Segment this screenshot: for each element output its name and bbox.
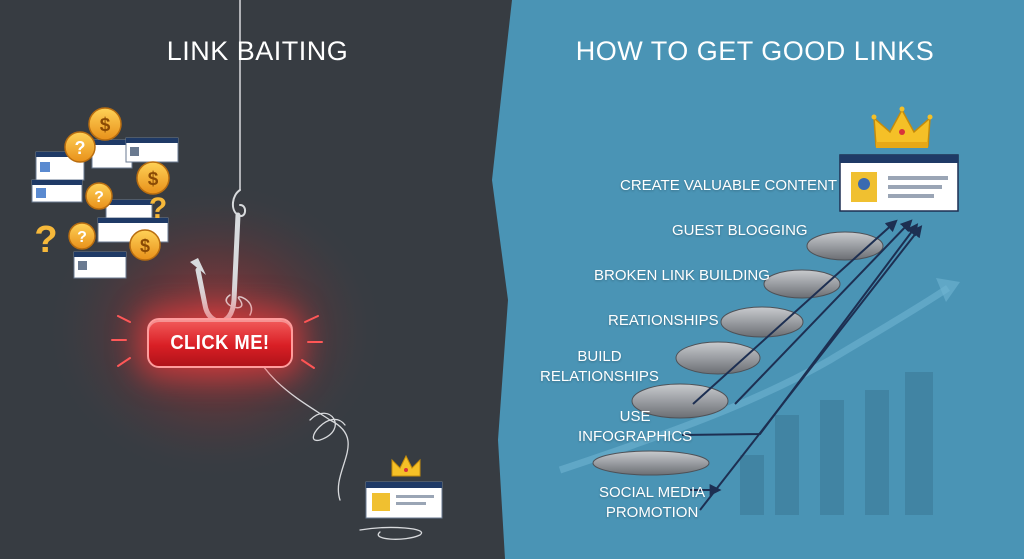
crown-icon	[391, 454, 421, 477]
stone-5	[763, 269, 841, 299]
step-label-build-relationships: BUILD RELATIONSHIPS	[540, 348, 659, 385]
fish-hook-icon	[190, 0, 423, 540]
web-page-icon	[125, 137, 179, 163]
question-mark-icon: ?	[68, 222, 96, 250]
web-page-icon	[365, 481, 443, 519]
step-label-broken-link-building: BROKEN LINK BUILDING	[594, 267, 770, 284]
question-mark-icon: ?	[85, 182, 113, 210]
step-label-guest-blogging: GUEST BLOGGING	[672, 222, 808, 239]
step-label-use-infographics: USE INFOGRAPHICS	[578, 408, 693, 445]
stone-3	[675, 341, 761, 375]
svg-text:$: $	[140, 236, 150, 256]
dollar-coin-icon: $	[88, 107, 122, 141]
click-me-button[interactable]: CLICK ME!	[147, 318, 293, 368]
step-label-social-media-promotion: SOCIAL MEDIA PROMOTION	[599, 484, 706, 521]
web-page-icon	[839, 154, 959, 212]
right-title: HOW TO GET GOOD LINKS	[575, 36, 935, 66]
background-bar-chart	[740, 372, 933, 515]
stone-4	[720, 306, 804, 338]
svg-text:?: ?	[77, 229, 87, 246]
question-mark-icon: ?	[149, 192, 167, 225]
step-arrows	[681, 219, 923, 511]
clickbait-pages	[31, 137, 179, 279]
question-mark-icon: ?	[64, 131, 96, 163]
stepping-stones	[592, 231, 884, 476]
step-label-reationships: REATIONSHIPS	[608, 312, 719, 329]
step-label-create-valuable-content: CREATE VALUABLE CONTENT	[620, 177, 837, 194]
svg-text:$: $	[148, 169, 159, 190]
stone-2	[631, 383, 729, 419]
question-mark-icons: ? ? ? ? ?	[34, 131, 167, 261]
web-page-icon	[73, 251, 127, 279]
svg-text:?: ?	[94, 189, 104, 206]
dollar-coin-icon: $	[129, 229, 161, 261]
crown-icon	[871, 106, 933, 148]
stone-6	[806, 231, 884, 261]
click-me-label: CLICK ME!	[170, 331, 270, 354]
svg-text:$: $	[100, 115, 111, 136]
spark-lines	[111, 315, 323, 369]
left-title: LINK BAITING	[166, 36, 349, 66]
question-mark-icon: ?	[34, 219, 57, 261]
dollar-coin-icon: $	[136, 161, 170, 195]
svg-text:?: ?	[75, 138, 86, 158]
stone-1	[592, 450, 710, 476]
dollar-coin-icons: $ $ $	[88, 107, 170, 261]
web-page-icon	[31, 179, 83, 203]
